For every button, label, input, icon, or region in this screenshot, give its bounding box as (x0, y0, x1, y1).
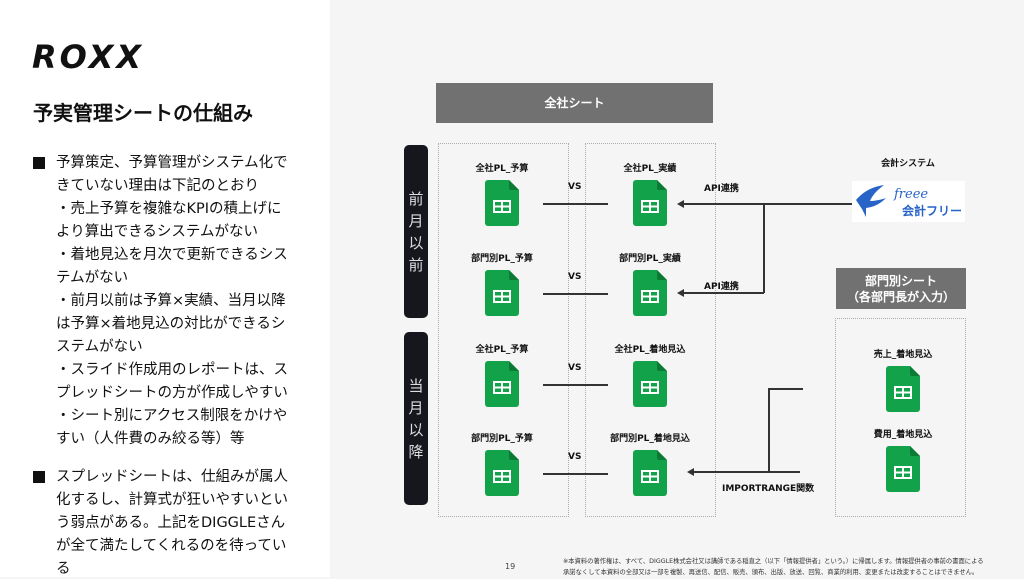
bullet-line: ・前月以前は予算×実績、当月以降 (56, 293, 286, 309)
period-char: 前 (408, 255, 424, 274)
vs-label: VS (568, 363, 582, 373)
bullet-line: 化するし、計算式が狂いやすいとい (56, 492, 288, 508)
sheet-label: 全社PL_実績 (623, 164, 677, 174)
sheet-label: 全社PL_予算 (475, 345, 529, 355)
bullet-line: は予算×着地見込の対比ができるシ (56, 316, 286, 332)
spreadsheet-icon[interactable] (485, 361, 519, 407)
api-line-1 (683, 203, 852, 205)
spreadsheet-icon[interactable] (886, 446, 920, 492)
vs-label: VS (568, 452, 582, 462)
sheet-label: 部門別PL_着地見込 (610, 434, 690, 444)
spreadsheet-icon[interactable] (485, 450, 519, 496)
period-char: 降 (408, 442, 424, 461)
svg-text:freee: freee (893, 187, 928, 202)
period-char: 月 (408, 398, 424, 417)
left-panel (0, 0, 330, 577)
period-char: 以 (408, 233, 424, 252)
company-sheet-header: 全社シート (436, 83, 713, 123)
bullet-line: ・着地見込を月次で更新できるシス (56, 247, 288, 263)
dept-header-line1: 部門別シート (864, 273, 937, 288)
spreadsheet-icon[interactable] (485, 270, 519, 316)
api-branch-line (763, 203, 765, 293)
period-char: 以 (408, 420, 424, 439)
bullet-line: より算出できるシステムがない (56, 224, 258, 240)
freee-bird-icon: freee (856, 185, 928, 217)
import-line-bottom (693, 471, 800, 473)
sheet-label: 全社PL_着地見込 (614, 345, 686, 355)
sheet-label: 部門別PL_実績 (619, 254, 681, 264)
accounting-system-label: 会計システム (881, 159, 935, 169)
spreadsheet-icon[interactable] (633, 450, 667, 496)
sheet-label: 部門別PL_予算 (471, 254, 533, 264)
bullet-line: 予算策定、予算管理がシステム化で (56, 155, 288, 171)
vs-line (543, 293, 608, 295)
importrange-label: IMPORTRANGE関数 (722, 484, 815, 494)
dept-column (835, 318, 966, 517)
bullet-line: すい（人件費のみ絞る等）等 (56, 431, 245, 447)
page-number: 19 (505, 562, 516, 571)
bullet-line: ・シート別にアクセス制限をかけや (56, 408, 288, 424)
bullet-line: スプレッドシートは、仕組みが属人 (56, 469, 288, 485)
bullet-line: ・スライド作成用のレポートは、ス (56, 362, 288, 378)
api-label-2: API連携 (704, 282, 739, 292)
bullet-line: プレッドシートの方が作成しやすい (56, 385, 288, 401)
bullet-line: きていない理由は下記のとおり (56, 178, 259, 194)
spreadsheet-icon[interactable] (886, 366, 920, 412)
bullet-square-icon (33, 157, 45, 169)
footer-line: 承諾なくして本資料の全部又は一部を複製、再送信、配信、販売、頒布、出版、放送、回… (563, 569, 979, 576)
roxx-logo: ROXX (32, 38, 145, 76)
freee-logo: freee 会計フリー (852, 181, 965, 222)
vs-label: VS (568, 272, 582, 282)
api-line-2 (683, 292, 764, 294)
arrow-icon (677, 289, 684, 297)
period-prev-tag: 前月以前 (404, 145, 428, 318)
import-line-top (768, 388, 803, 390)
api-label-1: API連携 (704, 184, 739, 194)
actual-column (585, 143, 716, 517)
bullet-line: が全て満たしてくれるのを待ってい (56, 538, 287, 554)
bullet-line: ステムがない (56, 339, 143, 355)
vs-label: VS (568, 182, 582, 192)
vs-line (543, 384, 608, 386)
vs-line (543, 473, 608, 475)
bullet-line: う弱点がある。上記をDIGGLEさん (56, 515, 286, 531)
import-branch-line (768, 388, 770, 472)
dept-sheet-header: 部門別シート（各部門長が入力） (836, 268, 966, 309)
period-curr-tag: 当月以降 (404, 332, 428, 505)
period-char: 月 (408, 211, 424, 230)
spreadsheet-icon[interactable] (485, 180, 519, 226)
spreadsheet-icon[interactable] (633, 270, 667, 316)
spreadsheet-icon[interactable] (633, 180, 667, 226)
bullet-square-icon (33, 471, 45, 483)
period-char: 当 (408, 376, 424, 395)
vs-line (543, 203, 608, 205)
slide-title: 予実管理シートの仕組み (33, 101, 253, 125)
period-char: 前 (408, 189, 424, 208)
sheet-label: 費用_着地見込 (873, 430, 933, 440)
sheet-label: 部門別PL_予算 (471, 434, 533, 444)
footer-line: ※本資料の著作権は、すべて、DIGGLE株式会社又は講師である稲直之（以下「情報… (563, 558, 984, 565)
dept-header-line2: （各部門長が入力） (846, 289, 955, 304)
arrow-icon (677, 200, 684, 208)
budget-column (438, 143, 569, 517)
freee-logo-text: 会計フリー (902, 204, 963, 218)
sheet-label: 売上_着地見込 (873, 350, 933, 360)
copyright-footer: ※本資料の著作権は、すべて、DIGGLE株式会社又は講師である稲直之（以下「情報… (563, 556, 984, 578)
bullet-line: る (56, 561, 71, 577)
sheet-label: 全社PL_予算 (475, 164, 529, 174)
bullet-line: ・売上予算を複雑なKPIの積上げに (56, 201, 282, 217)
bullet-line: テムがない (56, 270, 129, 286)
arrow-icon (687, 468, 694, 476)
spreadsheet-icon[interactable] (633, 361, 667, 407)
